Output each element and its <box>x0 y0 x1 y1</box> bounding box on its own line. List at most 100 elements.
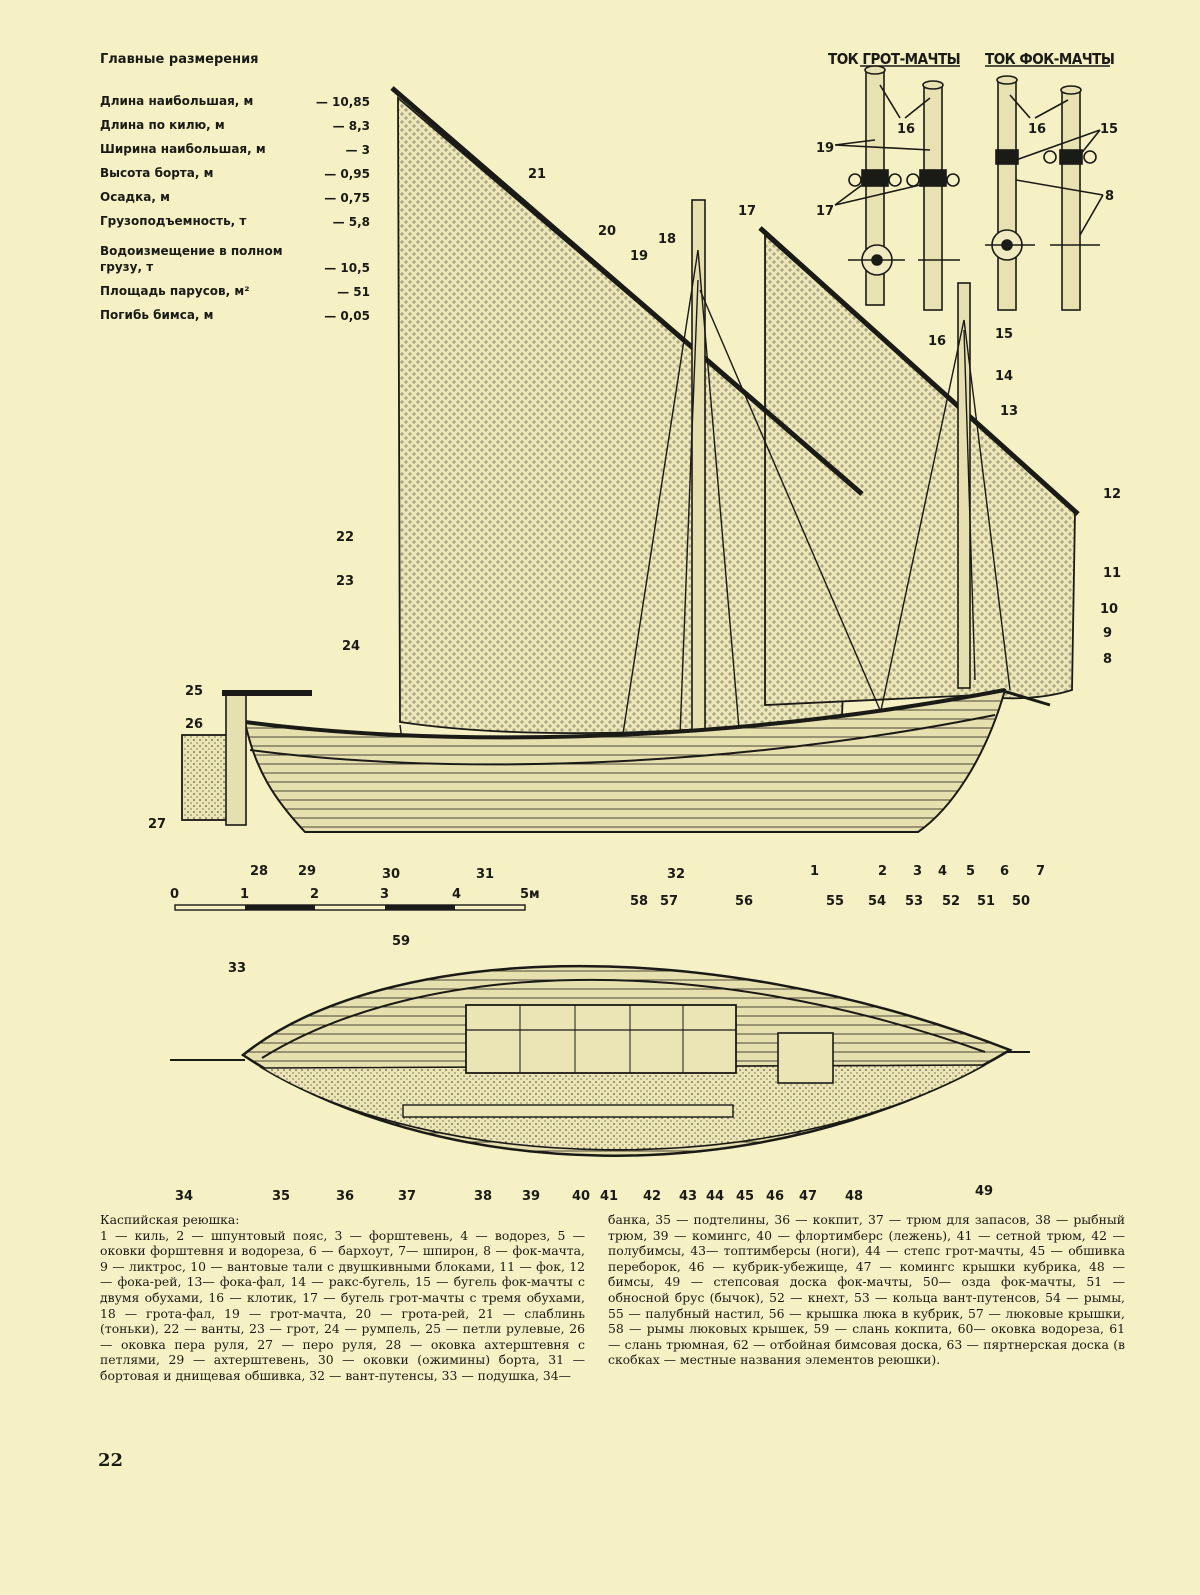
callout-label: 52 <box>942 894 960 909</box>
scale-bar: 0 1 2 3 4 5м <box>170 887 540 911</box>
callout-label: 50 <box>1012 894 1030 909</box>
spec-row: Площадь парусов, м²— 51 <box>100 284 370 299</box>
callout-label: 11 <box>1103 566 1121 581</box>
plan-labels: 58 57 56 55 54 53 52 51 50 59 33 34 35 3… <box>175 894 1030 1204</box>
side-elevation <box>181 86 1080 833</box>
caption-text-left: 1 — киль, 2 — шпунтовый пояс, 3 — форште… <box>100 1227 585 1383</box>
callout-label: 53 <box>905 894 923 909</box>
callout-label: 31 <box>476 867 494 882</box>
callout-label: 16 <box>1028 122 1046 137</box>
callout-label: 23 <box>336 574 354 589</box>
callout-label: 4 <box>938 864 947 879</box>
callout-label: 42 <box>643 1189 661 1204</box>
callout-label: 19 <box>630 249 648 264</box>
callout-label: 40 <box>572 1189 590 1204</box>
callout-label: 39 <box>522 1189 540 1204</box>
callout-label: 5 <box>966 864 975 879</box>
page-number: 22 <box>98 1450 124 1471</box>
hatch-covers <box>465 1004 737 1074</box>
fore-mast-detail-title: ТОК ФОК-МАЧТЫ <box>985 50 1115 68</box>
scale-tick: 3 <box>380 887 389 902</box>
cuddy-hatch <box>777 1032 834 1084</box>
callout-label: 24 <box>342 639 360 654</box>
specs-table: Длина наибольшая, м— 10,85 Длина по килю… <box>100 85 370 323</box>
callout-label: 55 <box>826 894 844 909</box>
callout-label: 28 <box>250 864 268 879</box>
callout-label: 18 <box>658 232 676 247</box>
callout-label: 19 <box>816 141 834 156</box>
callout-label: 16 <box>897 122 915 137</box>
callout-label: 32 <box>667 867 685 882</box>
callout-label: 25 <box>185 684 203 699</box>
detail-labels: 16 19 17 16 15 8 <box>816 122 1118 219</box>
callout-label: 6 <box>1000 864 1009 879</box>
callout-label: 17 <box>816 204 834 219</box>
callout-label: 36 <box>336 1189 354 1204</box>
callout-label: 7 <box>1036 864 1045 879</box>
caption-title: Каспийская реюшка: <box>100 1212 240 1227</box>
spec-row: Водоизмещение в полном грузу, т— 10,5 <box>100 244 370 275</box>
callout-label: 21 <box>528 167 546 182</box>
callout-label: 13 <box>1000 404 1018 419</box>
callout-label: 15 <box>1100 122 1118 137</box>
callout-label: 30 <box>382 867 400 882</box>
callout-label: 49 <box>975 1184 993 1199</box>
scale-tick: 1 <box>240 887 249 902</box>
specs-title: Главные размерения <box>100 52 259 67</box>
callout-label: 26 <box>185 717 203 732</box>
callout-label: 22 <box>336 530 354 545</box>
callout-label: 8 <box>1105 189 1114 204</box>
fore-mast <box>957 282 971 689</box>
callout-label: 29 <box>298 864 316 879</box>
callout-label: 9 <box>1103 626 1112 641</box>
callout-label: 46 <box>766 1189 784 1204</box>
callout-label: 27 <box>148 817 166 832</box>
callout-label: 44 <box>706 1189 724 1204</box>
callout-label: 47 <box>799 1189 817 1204</box>
spec-row: Грузоподъемность, т— 5,8 <box>100 214 370 229</box>
callout-label: 45 <box>736 1189 754 1204</box>
callout-label: 33 <box>228 961 246 976</box>
scale-tick: 4 <box>452 887 461 902</box>
callout-label: 48 <box>845 1189 863 1204</box>
callout-label: 58 <box>630 894 648 909</box>
callout-label: 12 <box>1103 487 1121 502</box>
caption-right-column: банка, 35 — подтелины, 36 — кокпит, 37 —… <box>608 1212 1125 1368</box>
callout-label: 8 <box>1103 652 1112 667</box>
spec-row: Длина по килю, м— 8,3 <box>100 118 370 133</box>
callout-label: 56 <box>735 894 753 909</box>
callout-label: 10 <box>1100 602 1118 617</box>
callout-label: 43 <box>679 1189 697 1204</box>
callout-label: 37 <box>398 1189 416 1204</box>
fore-yard <box>758 226 1080 516</box>
spec-row: Осадка, м— 0,75 <box>100 190 370 205</box>
caption-left-column: Каспийская реюшка: 1 — киль, 2 — шпунтов… <box>100 1212 585 1384</box>
spec-row: Погибь бимса, м— 0,05 <box>100 308 370 323</box>
callout-label: 35 <box>272 1189 290 1204</box>
scale-tick: 5м <box>520 887 540 902</box>
callout-label: 1 <box>810 864 819 879</box>
main-yard <box>390 86 864 496</box>
scale-tick: 2 <box>310 887 319 902</box>
callout-label: 17 <box>738 204 756 219</box>
spec-row: Ширина наибольшая, м— 3 <box>100 142 370 157</box>
callout-label: 54 <box>868 894 886 909</box>
callout-label: 3 <box>913 864 922 879</box>
side-labels: 21 20 17 18 19 16 15 14 13 12 11 10 9 8 … <box>148 167 1121 882</box>
plan-view <box>170 964 1030 1157</box>
callout-label: 34 <box>175 1189 193 1204</box>
callout-label: 2 <box>878 864 887 879</box>
main-mast-detail-title: ТОК ГРОТ-МАЧТЫ <box>828 50 961 68</box>
callout-label: 51 <box>977 894 995 909</box>
scale-tick: 0 <box>170 887 179 902</box>
spec-row: Длина наибольшая, м— 10,85 <box>100 94 370 109</box>
spec-row: Высота борта, м— 0,95 <box>100 166 370 181</box>
callout-label: 59 <box>392 934 410 949</box>
callout-label: 20 <box>598 224 616 239</box>
callout-label: 16 <box>928 334 946 349</box>
callout-label: 38 <box>474 1189 492 1204</box>
callout-label: 14 <box>995 369 1013 384</box>
callout-label: 15 <box>995 327 1013 342</box>
